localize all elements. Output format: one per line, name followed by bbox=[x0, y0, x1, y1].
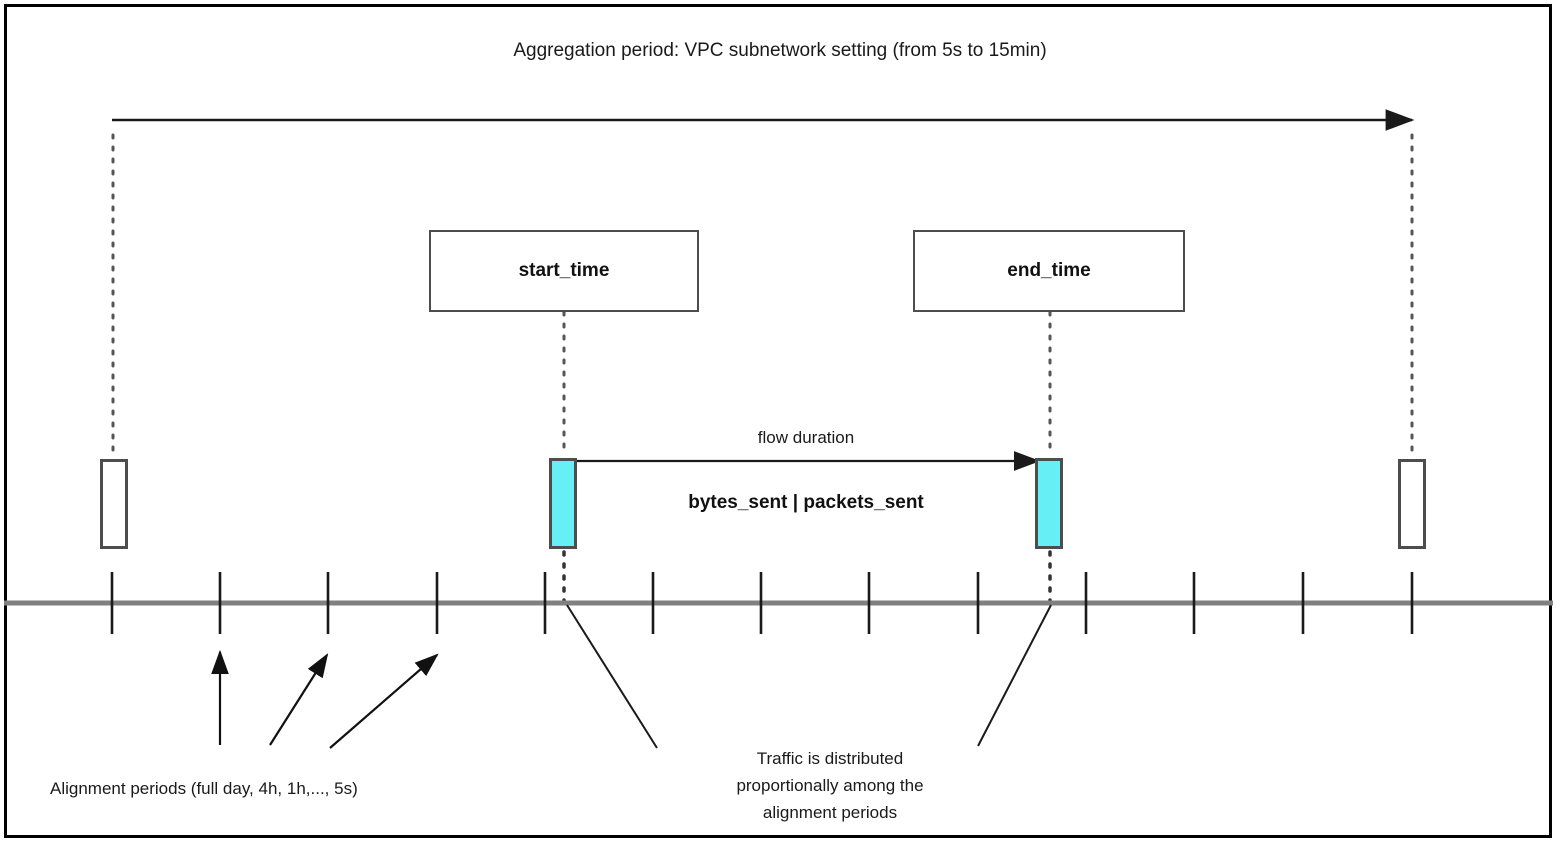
diagram-title: Aggregation period: VPC subnetwork setti… bbox=[513, 40, 1047, 61]
alignment-periods-note: Alignment periods (full day, 4h, 1h,...,… bbox=[50, 779, 358, 798]
flow-period-box-start bbox=[549, 458, 577, 549]
timeline-ticks bbox=[110, 572, 1414, 634]
flow-period-box-end bbox=[1035, 458, 1063, 549]
alignment-callout-arrow-3 bbox=[329, 653, 439, 749]
diagram-frame bbox=[4, 4, 1552, 838]
alignment-period-box-end bbox=[1398, 459, 1426, 549]
traffic-note-line-2: proportionally among the bbox=[736, 776, 924, 795]
traffic-note-leader-right bbox=[977, 604, 1052, 747]
end-time-node[interactable]: end_time bbox=[913, 230, 1185, 312]
traffic-note-line-3: alignment periods bbox=[762, 803, 898, 822]
traffic-note-leader-left bbox=[566, 604, 658, 749]
traffic-note-line-1: Traffic is distributed bbox=[756, 749, 904, 768]
metrics-label: bytes_sent | packets_sent bbox=[688, 492, 924, 513]
start-time-node[interactable]: start_time bbox=[429, 230, 699, 312]
end-time-label: end_time bbox=[1007, 260, 1091, 281]
start-time-label: start_time bbox=[518, 260, 610, 281]
alignment-period-box-start bbox=[100, 459, 128, 549]
flow-duration-label: flow duration bbox=[757, 428, 855, 447]
alignment-callout-arrow-2 bbox=[269, 653, 329, 746]
